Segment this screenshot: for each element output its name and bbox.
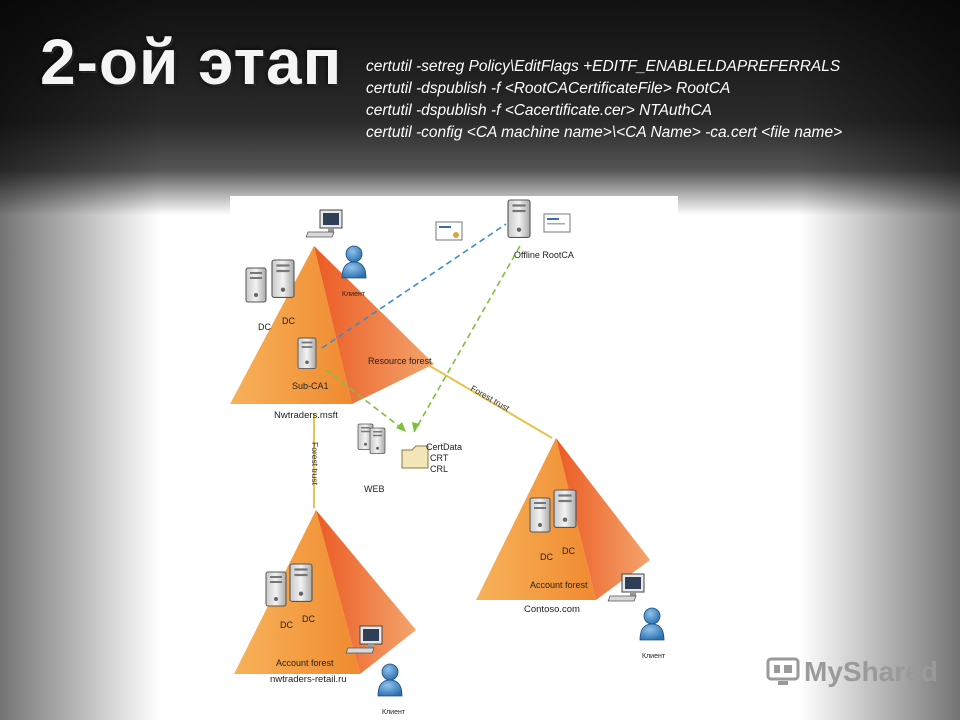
forest-trust-line-right (429, 365, 553, 439)
dc-label: DC (302, 614, 315, 624)
offline-rootca-server-icon (507, 199, 531, 238)
dc-label: DC (562, 546, 575, 556)
watermark-text: MyShared (804, 656, 938, 687)
arrowhead-icon (412, 422, 420, 432)
subca-label: Sub-CA1 (292, 381, 329, 391)
dc-server-icon (529, 497, 551, 533)
web-server-icon (369, 427, 386, 454)
command-line: certutil -config <CA machine name>\<CA N… (366, 124, 843, 141)
dc-label: DC (280, 620, 293, 630)
root-to-subca-link (321, 223, 507, 349)
resource-forest-label: Resource forest (368, 356, 432, 366)
dc-server-icon (265, 571, 287, 607)
dc-server-icon (553, 489, 577, 528)
root-to-web-link (413, 245, 521, 433)
nwtraders-msft-label: Nwtraders.msft (274, 410, 338, 421)
dc-server-icon (271, 259, 295, 298)
offline-rootca-label: Offline RootCA (514, 250, 574, 260)
dc-label: DC (258, 322, 271, 332)
watermark: MyShared (766, 656, 938, 688)
command-list: certutil -setreg Policy\EditFlags +EDITF… (366, 56, 842, 144)
client-label: Клиент (342, 291, 366, 298)
client-label: Клиент (382, 709, 406, 716)
dc-label: DC (540, 552, 553, 562)
web-label: WEB (364, 484, 385, 494)
resource-forest-pyramid (230, 246, 434, 404)
dc-label: DC (282, 316, 295, 326)
myshared-logo-icon (766, 657, 800, 685)
forest-trust-label-left: Forest trust (310, 442, 320, 486)
command-line: certutil -dspublish -f <RootCACertificat… (366, 80, 731, 97)
subca-to-web-link (325, 369, 405, 431)
client-label: Клиент (642, 653, 666, 660)
contoso-label: Contoso.com (524, 604, 580, 615)
arrowhead-icon (396, 422, 406, 432)
subca-server-icon (297, 337, 317, 370)
certdata-label: CertData (426, 442, 462, 452)
certificate-icon (435, 221, 463, 241)
crl-label: CRL (430, 464, 448, 474)
account-forest-label: Account forest (530, 580, 588, 590)
dc-server-icon (245, 267, 267, 303)
dc-server-icon (289, 563, 313, 602)
command-line: certutil -setreg Policy\EditFlags +EDITF… (366, 58, 841, 75)
folder-icon (401, 445, 429, 469)
certificate-icon (543, 213, 571, 233)
nwtraders-retail-label: nwtraders-retail.ru (270, 674, 347, 685)
slide-title: 2-ой этап (40, 26, 343, 98)
forest-diagram: DC DC Sub-CA1 Resource forest Nwtraders.… (230, 196, 678, 720)
account-forest-label: Account forest (276, 658, 334, 668)
crt-label: CRT (430, 453, 449, 463)
command-line: certutil -dspublish -f <Cacertificate.ce… (366, 102, 713, 119)
